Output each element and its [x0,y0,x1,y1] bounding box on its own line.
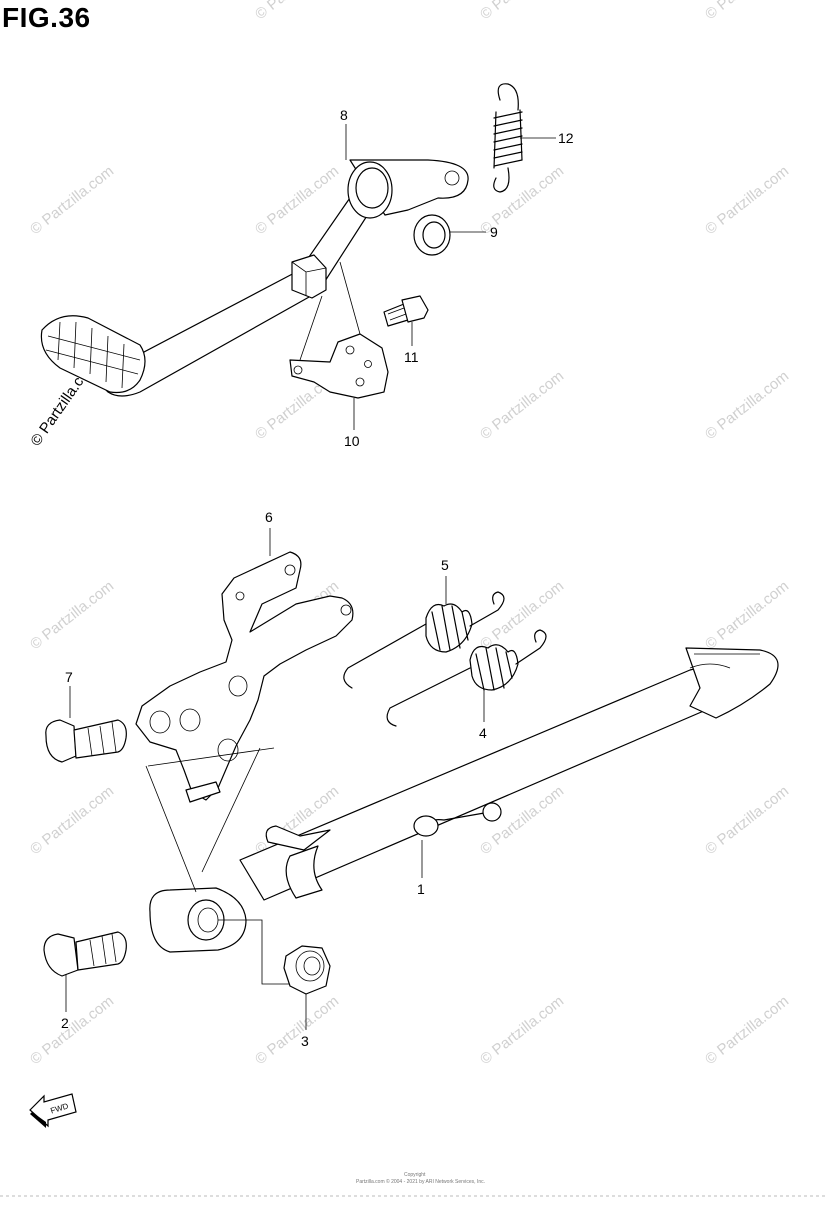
watermark: © Partzilla.com [477,993,567,1069]
callout-9: 9 [490,224,498,240]
callout-6: 6 [265,509,273,525]
fwd-arrow-icon: FWD [29,1093,77,1128]
callout-5: 5 [441,557,449,573]
callout-labels: 8 12 9 11 10 6 5 7 4 1 2 3 [61,107,574,1049]
callout-4: 4 [479,725,487,741]
watermark: © Partzilla.com [702,368,792,444]
callout-8: 8 [340,107,348,123]
watermark: © Partzilla.com [477,0,567,23]
copyright-line1: Copyright [404,1172,426,1178]
callout-leaders [65,124,556,1030]
watermark: © Partzilla.com [702,578,792,654]
part-11-bolt [383,295,429,327]
part-9-washer [413,214,451,256]
callout-1: 1 [417,881,425,897]
watermark: © Partzilla.com [702,0,792,23]
watermark: © Partzilla.com [27,783,117,859]
watermark: © Partzilla.com [477,368,567,444]
figure-title: FIG.36 [2,2,91,33]
part-2-bolt [43,931,127,977]
part-5-spring [343,591,505,689]
watermark: © Partzilla.com [27,163,117,239]
copyright-line2: Partzilla.com © 2004 - 2021 by ARI Netwo… [356,1178,485,1185]
watermark: © Partzilla.com [252,0,342,23]
callout-7: 7 [65,669,73,685]
part-6-bracket [135,551,354,803]
callout-3: 3 [301,1033,309,1049]
callout-11: 11 [404,349,419,365]
watermark: © Partzilla.com [477,578,567,654]
watermark: © Partzilla.com [27,578,117,654]
callout-10: 10 [344,433,360,449]
watermark: © Partzilla.com [252,993,342,1069]
part-3-nut [283,945,331,995]
part-12-spring [493,83,523,193]
watermark: © Partzilla.com [702,163,792,239]
watermark: © Partzilla.com [702,783,792,859]
part-10-bracket [289,261,389,399]
watermark: © Partzilla.com [252,163,342,239]
part-4-spring [386,629,547,727]
part-7-bolt [45,719,127,763]
callout-12: 12 [558,130,574,146]
callout-2: 2 [61,1015,69,1031]
part-8-pedal [40,159,469,397]
watermark: © Partzilla.com [27,993,117,1069]
part-1-sidestand [145,647,779,985]
watermark: © Partzilla.com [702,993,792,1069]
